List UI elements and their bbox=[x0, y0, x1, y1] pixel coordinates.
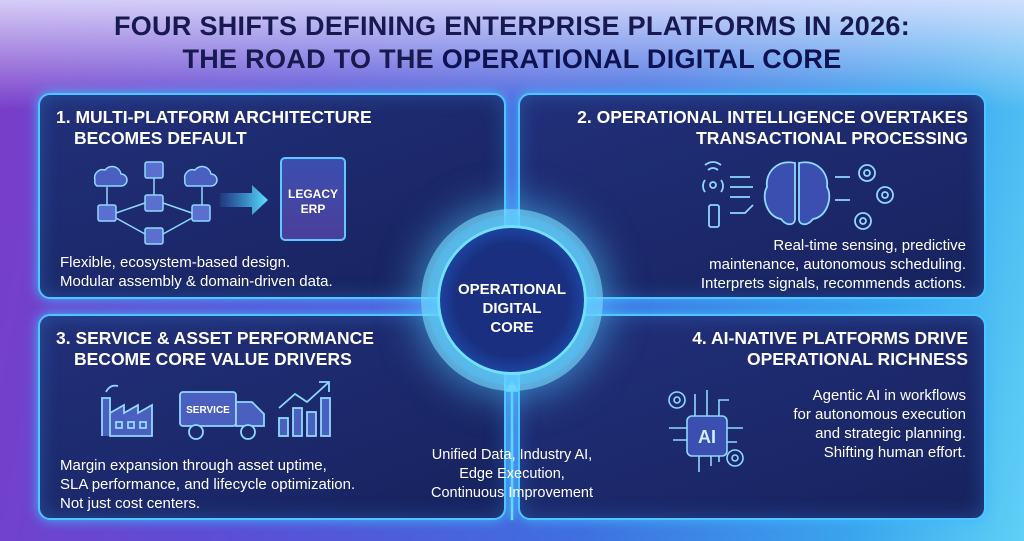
title-line-2: THE ROAD TO THE OPERATIONAL DIGITAL CORE bbox=[0, 43, 1024, 76]
panel-description: Margin expansion through asset uptime,SL… bbox=[60, 457, 356, 512]
service-truck-icon: SERVICE bbox=[179, 391, 265, 440]
ai-chip-icon: AI bbox=[668, 390, 744, 472]
title-prefix: THE ROAD TO THE bbox=[182, 44, 434, 74]
chip-label: AI bbox=[698, 427, 716, 447]
core-enablers: Unified Data, Industry AI,Edge Execution… bbox=[431, 447, 593, 501]
arrow-right-icon bbox=[220, 185, 268, 215]
title-line-1: FOUR SHIFTS DEFINING ENTERPRISE PLATFORM… bbox=[113, 11, 911, 41]
factory-icon bbox=[101, 384, 153, 437]
truck-label: SERVICE bbox=[186, 405, 230, 416]
operational-digital-core-circle bbox=[437, 225, 587, 375]
panel-description: Flexible, ecosystem-based design.Modular… bbox=[60, 254, 333, 290]
growth-chart-icon bbox=[278, 381, 331, 437]
modular-network-icon bbox=[93, 161, 218, 245]
brain-icon bbox=[702, 161, 894, 230]
title-emphasis: OPERATIONAL DIGITAL CORE bbox=[441, 44, 842, 74]
background-fade bbox=[0, 0, 1024, 110]
page-title: FOUR SHIFTS DEFINING ENTERPRISE PLATFORM… bbox=[0, 10, 1024, 76]
